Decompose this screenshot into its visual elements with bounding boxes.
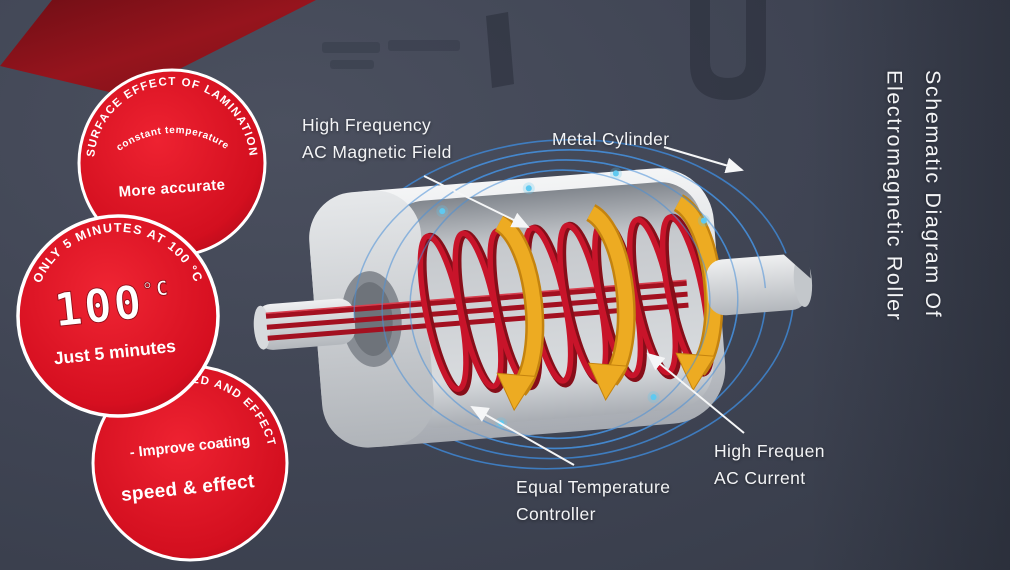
label-temperature-controller: Equal Temperature Controller xyxy=(516,477,671,525)
watermark-glyph xyxy=(486,12,514,88)
stub-notch xyxy=(782,251,811,279)
badge-lamination: SURFACE EFFECT OF LAMINATION constant te… xyxy=(77,68,267,258)
arrow-metal-cylinder xyxy=(663,146,744,174)
label-magnetic-field-line2: AC Magnetic Field xyxy=(302,142,452,163)
arrow-temperature-controller xyxy=(470,406,575,466)
badge-minutes: ONLY 5 MINUTES AT 100 °C 100°C Just 5 mi… xyxy=(16,214,220,418)
page-title-line2: Electromagnetic Roller xyxy=(882,70,907,322)
page-title: Schematic Diagram Of Electromagnetic Rol… xyxy=(875,70,952,321)
label-metal-cylinder: Metal Cylinder xyxy=(552,129,670,149)
roller-illustration xyxy=(253,138,813,470)
label-magnetic-field: High Frequency AC Magnetic Field xyxy=(302,112,452,166)
badge-minutes-unit: °C xyxy=(141,275,171,302)
corner-ribbon xyxy=(0,0,316,96)
watermark-glyph xyxy=(690,0,766,100)
roller-stub xyxy=(706,254,808,316)
badge-minutes-value: 100°C xyxy=(52,272,174,338)
watermark-shapes xyxy=(322,0,766,100)
badge-circle xyxy=(16,214,220,418)
label-magnetic-field-line1: High Frequency xyxy=(302,115,432,135)
label-ac-current: High Frequen AC Current xyxy=(714,441,825,489)
magnetic-field-lines-front xyxy=(353,149,767,450)
arrow-magnetic-field xyxy=(423,175,530,228)
page-title-line1: Schematic Diagram Of xyxy=(921,70,945,319)
corner-ribbon-shape xyxy=(0,0,316,96)
arrow-ac-current xyxy=(646,352,745,434)
